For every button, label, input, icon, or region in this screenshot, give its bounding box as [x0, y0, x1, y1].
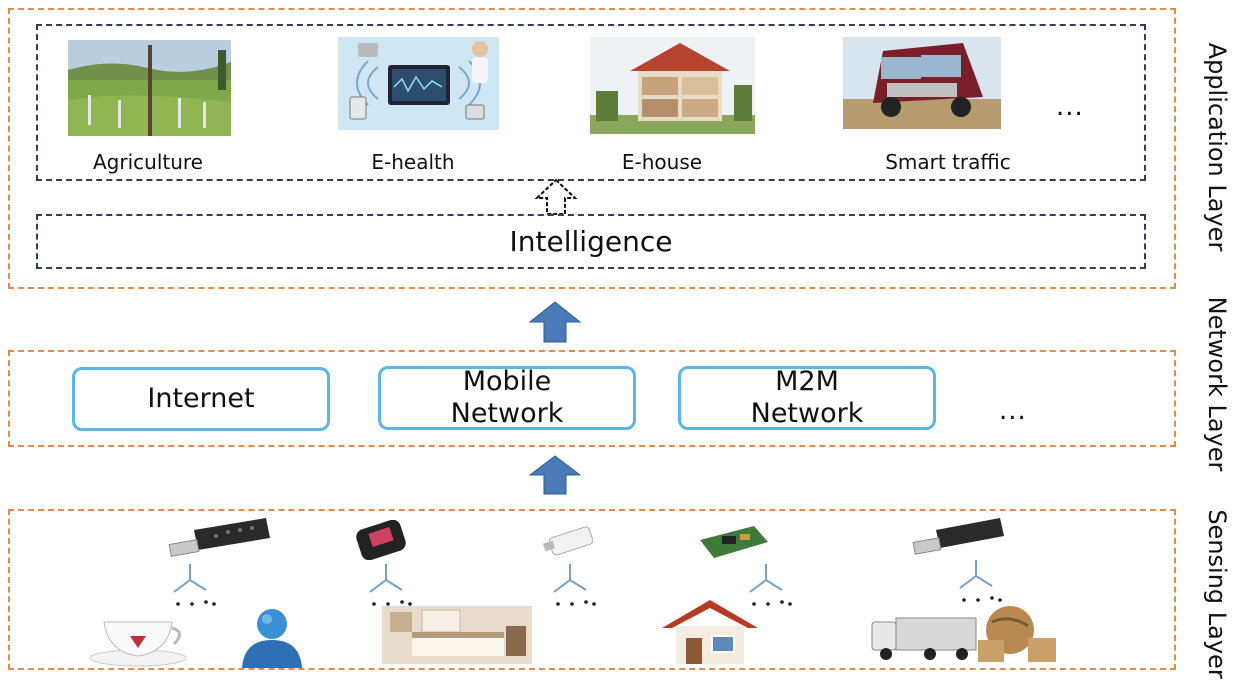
e-health-photo	[338, 37, 499, 130]
network-layer-label: Network Layer	[1203, 296, 1231, 472]
internet-box: Internet	[72, 367, 330, 431]
up-arrow-icon	[529, 301, 581, 343]
up-arrow-icon	[529, 455, 581, 495]
applications-box	[36, 24, 1146, 181]
teacup-photo	[86, 612, 190, 668]
bedroom-photo	[382, 606, 532, 664]
e-health-label: E-health	[371, 150, 455, 174]
mobile-network-line2: Network	[450, 398, 564, 429]
logistics-photo	[870, 600, 1060, 666]
usb-sensor-icon	[912, 516, 1004, 558]
intelligence-label: Intelligence	[509, 225, 673, 258]
m2m-network-line1: M2M	[775, 366, 839, 397]
truck-photo	[843, 37, 1001, 129]
m2m-network-box: M2M Network	[678, 366, 936, 430]
sensing-layer-label: Sensing Layer	[1203, 509, 1231, 679]
network-more: ...	[999, 396, 1027, 426]
applications-more: ...	[1056, 92, 1084, 122]
dongle-sensor-icon	[542, 526, 600, 556]
antenna-signal-icon	[934, 556, 1018, 608]
e-house-photo	[590, 37, 755, 134]
house-icon	[660, 598, 760, 666]
antenna-signal-icon	[344, 560, 428, 612]
agriculture-photo	[68, 40, 231, 136]
application-layer-label: Application Layer	[1203, 42, 1231, 252]
phone-sensor-icon	[352, 520, 410, 560]
intelligence-box: Intelligence	[36, 214, 1146, 269]
antenna-signal-icon	[148, 560, 232, 612]
internet-label: Internet	[147, 383, 255, 414]
mobile-network-box: Mobile Network	[378, 366, 636, 430]
e-house-label: E-house	[621, 150, 703, 174]
mobile-network-line1: Mobile	[462, 366, 552, 397]
sensing-layer-box	[8, 509, 1176, 670]
antenna-signal-icon	[528, 560, 612, 612]
smart-traffic-label: Smart traffic	[885, 150, 1011, 174]
network-layer-box	[8, 350, 1176, 447]
usb-sensor-icon	[166, 516, 270, 562]
hollow-up-arrow-icon	[533, 178, 579, 216]
user-icon	[236, 606, 308, 670]
agriculture-label: Agriculture	[93, 150, 203, 174]
m2m-network-line2: Network	[750, 398, 864, 429]
application-layer-box	[8, 8, 1176, 289]
antenna-signal-icon	[724, 560, 808, 612]
board-sensor-icon	[698, 524, 770, 560]
